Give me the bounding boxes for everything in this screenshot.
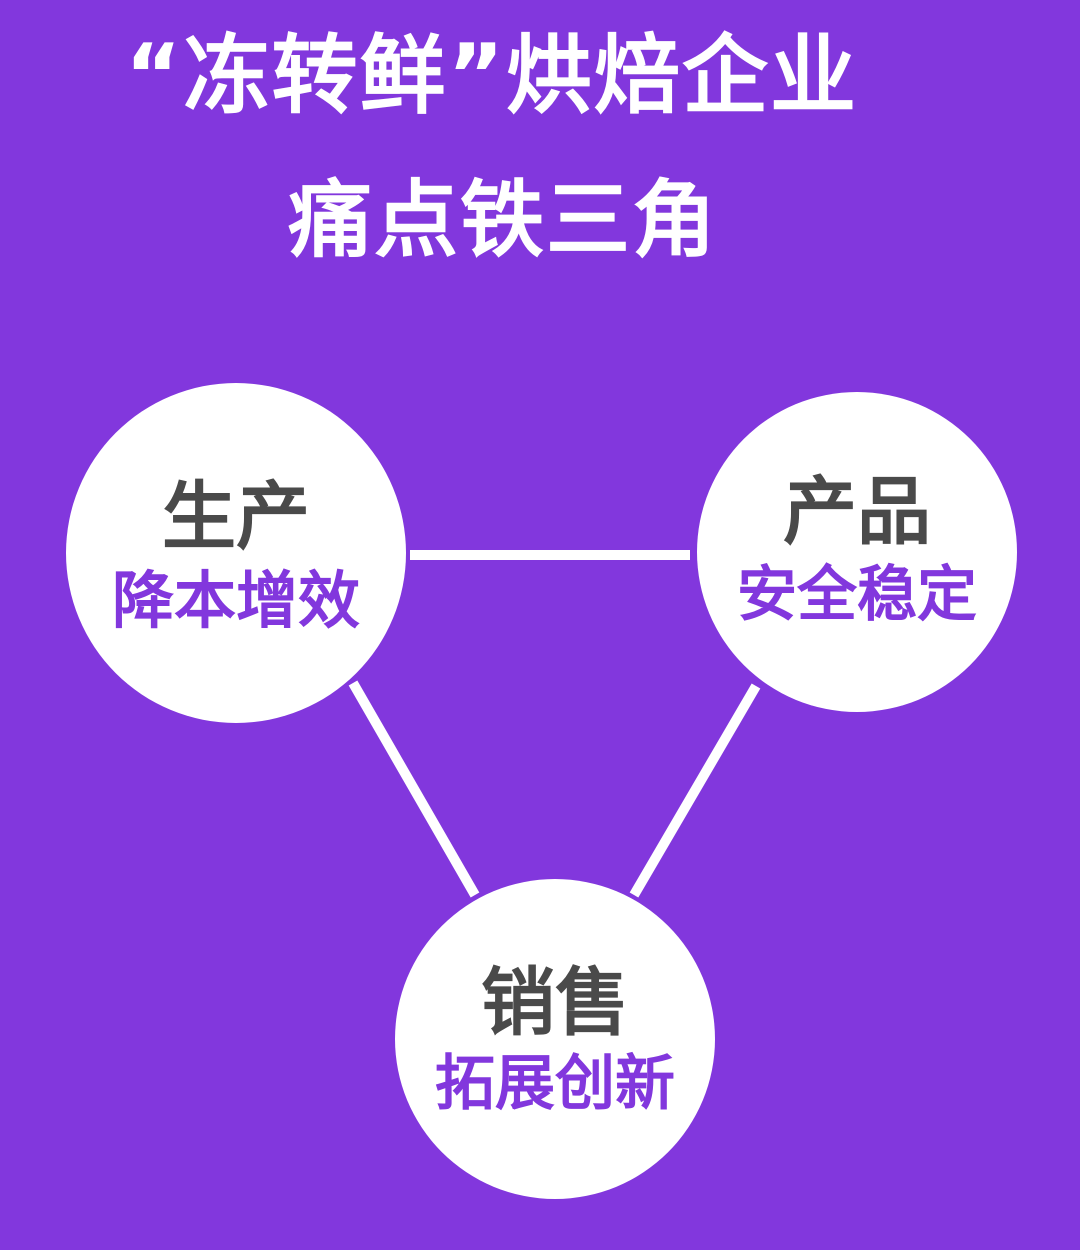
connector-product-sales — [629, 683, 761, 898]
connector-production-sales — [348, 680, 480, 898]
product-subtitle: 安全稳定 — [737, 560, 977, 630]
product-node: 产品 安全稳定 — [697, 392, 1017, 712]
sales-title: 销售 — [481, 960, 629, 1046]
production-title: 生产 — [162, 474, 310, 560]
page-title-line-2: 痛点铁三角 — [288, 171, 719, 269]
header: “冻转鲜”烘焙企业 痛点铁三角 — [0, 0, 1080, 280]
sales-node: 销售 拓展创新 — [395, 879, 715, 1199]
sales-subtitle: 拓展创新 — [435, 1049, 675, 1119]
page-title-line-1: “冻转鲜”烘焙企业 — [125, 26, 859, 126]
production-subtitle: 降本增效 — [111, 564, 360, 637]
production-node: 生产 降本增效 — [66, 383, 406, 723]
product-title: 产品 — [783, 469, 931, 555]
